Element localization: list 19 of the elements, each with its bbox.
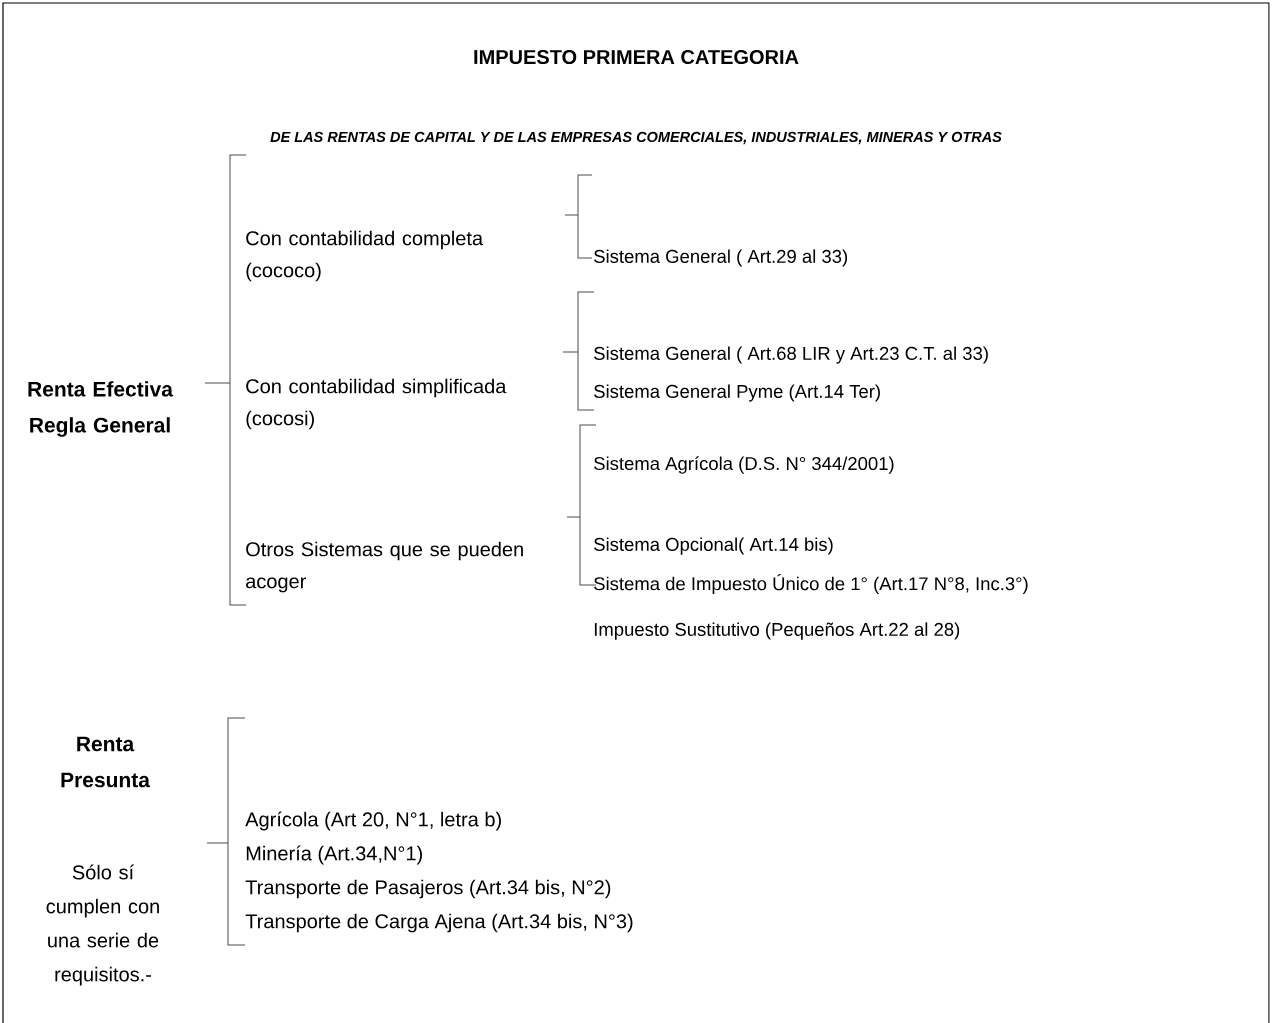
item-text: Sistema General ( Art.29 al 33): [594, 249, 848, 267]
category-text: Agrícola (Art 20, N°1, letra b): [245, 811, 501, 831]
item-text: Sistema Opcional( Art.14 bis): [594, 537, 833, 555]
heading: IMPUESTO PRIMERA CATEGORIA: [474, 49, 799, 65]
category-text: Transporte de Carga Ajena (Art.34 bis, N°3): [245, 913, 633, 933]
category-label: Renta Efectiva Regla General: [28, 381, 174, 437]
category-text: Con contabilidad simplificada (cocosi): [246, 378, 507, 430]
subtitle: DE LAS RENTAS DE CAPITAL Y DE LAS EMPRESAS COMERCIALES, INDUSTRIALES, MINERAS Y OTRAS: [270, 131, 1002, 145]
item-text: Impuesto Sustitutivo (Pequeños Art.22 al 28): [594, 622, 960, 640]
category-text: Con contabilidad completa (cococo): [246, 230, 484, 282]
item-text: Sistema General ( Art.68 LIR y Art.23 C.T. al 33): [594, 346, 988, 364]
category-label: Renta Presunta: [61, 736, 151, 788]
category-text: Transporte de Pasajeros (Art.34 bis, N°2): [245, 879, 611, 899]
item-text: Sistema General Pyme (Art.14 Ter): [594, 384, 880, 402]
item-text: Sistema de Impuesto Único de 1° (Art.17 N°8, Inc.3°): [594, 574, 1028, 594]
item-text: Sistema Agrícola (D.S. N° 344/2001): [594, 456, 894, 474]
category-text: Otros Sistemas que se pueden acoger: [246, 541, 523, 593]
category-text: Minería (Art.34,N°1): [246, 845, 422, 865]
note-text: Sólo sí cumplen con una serie de requisitos.-: [46, 864, 159, 986]
